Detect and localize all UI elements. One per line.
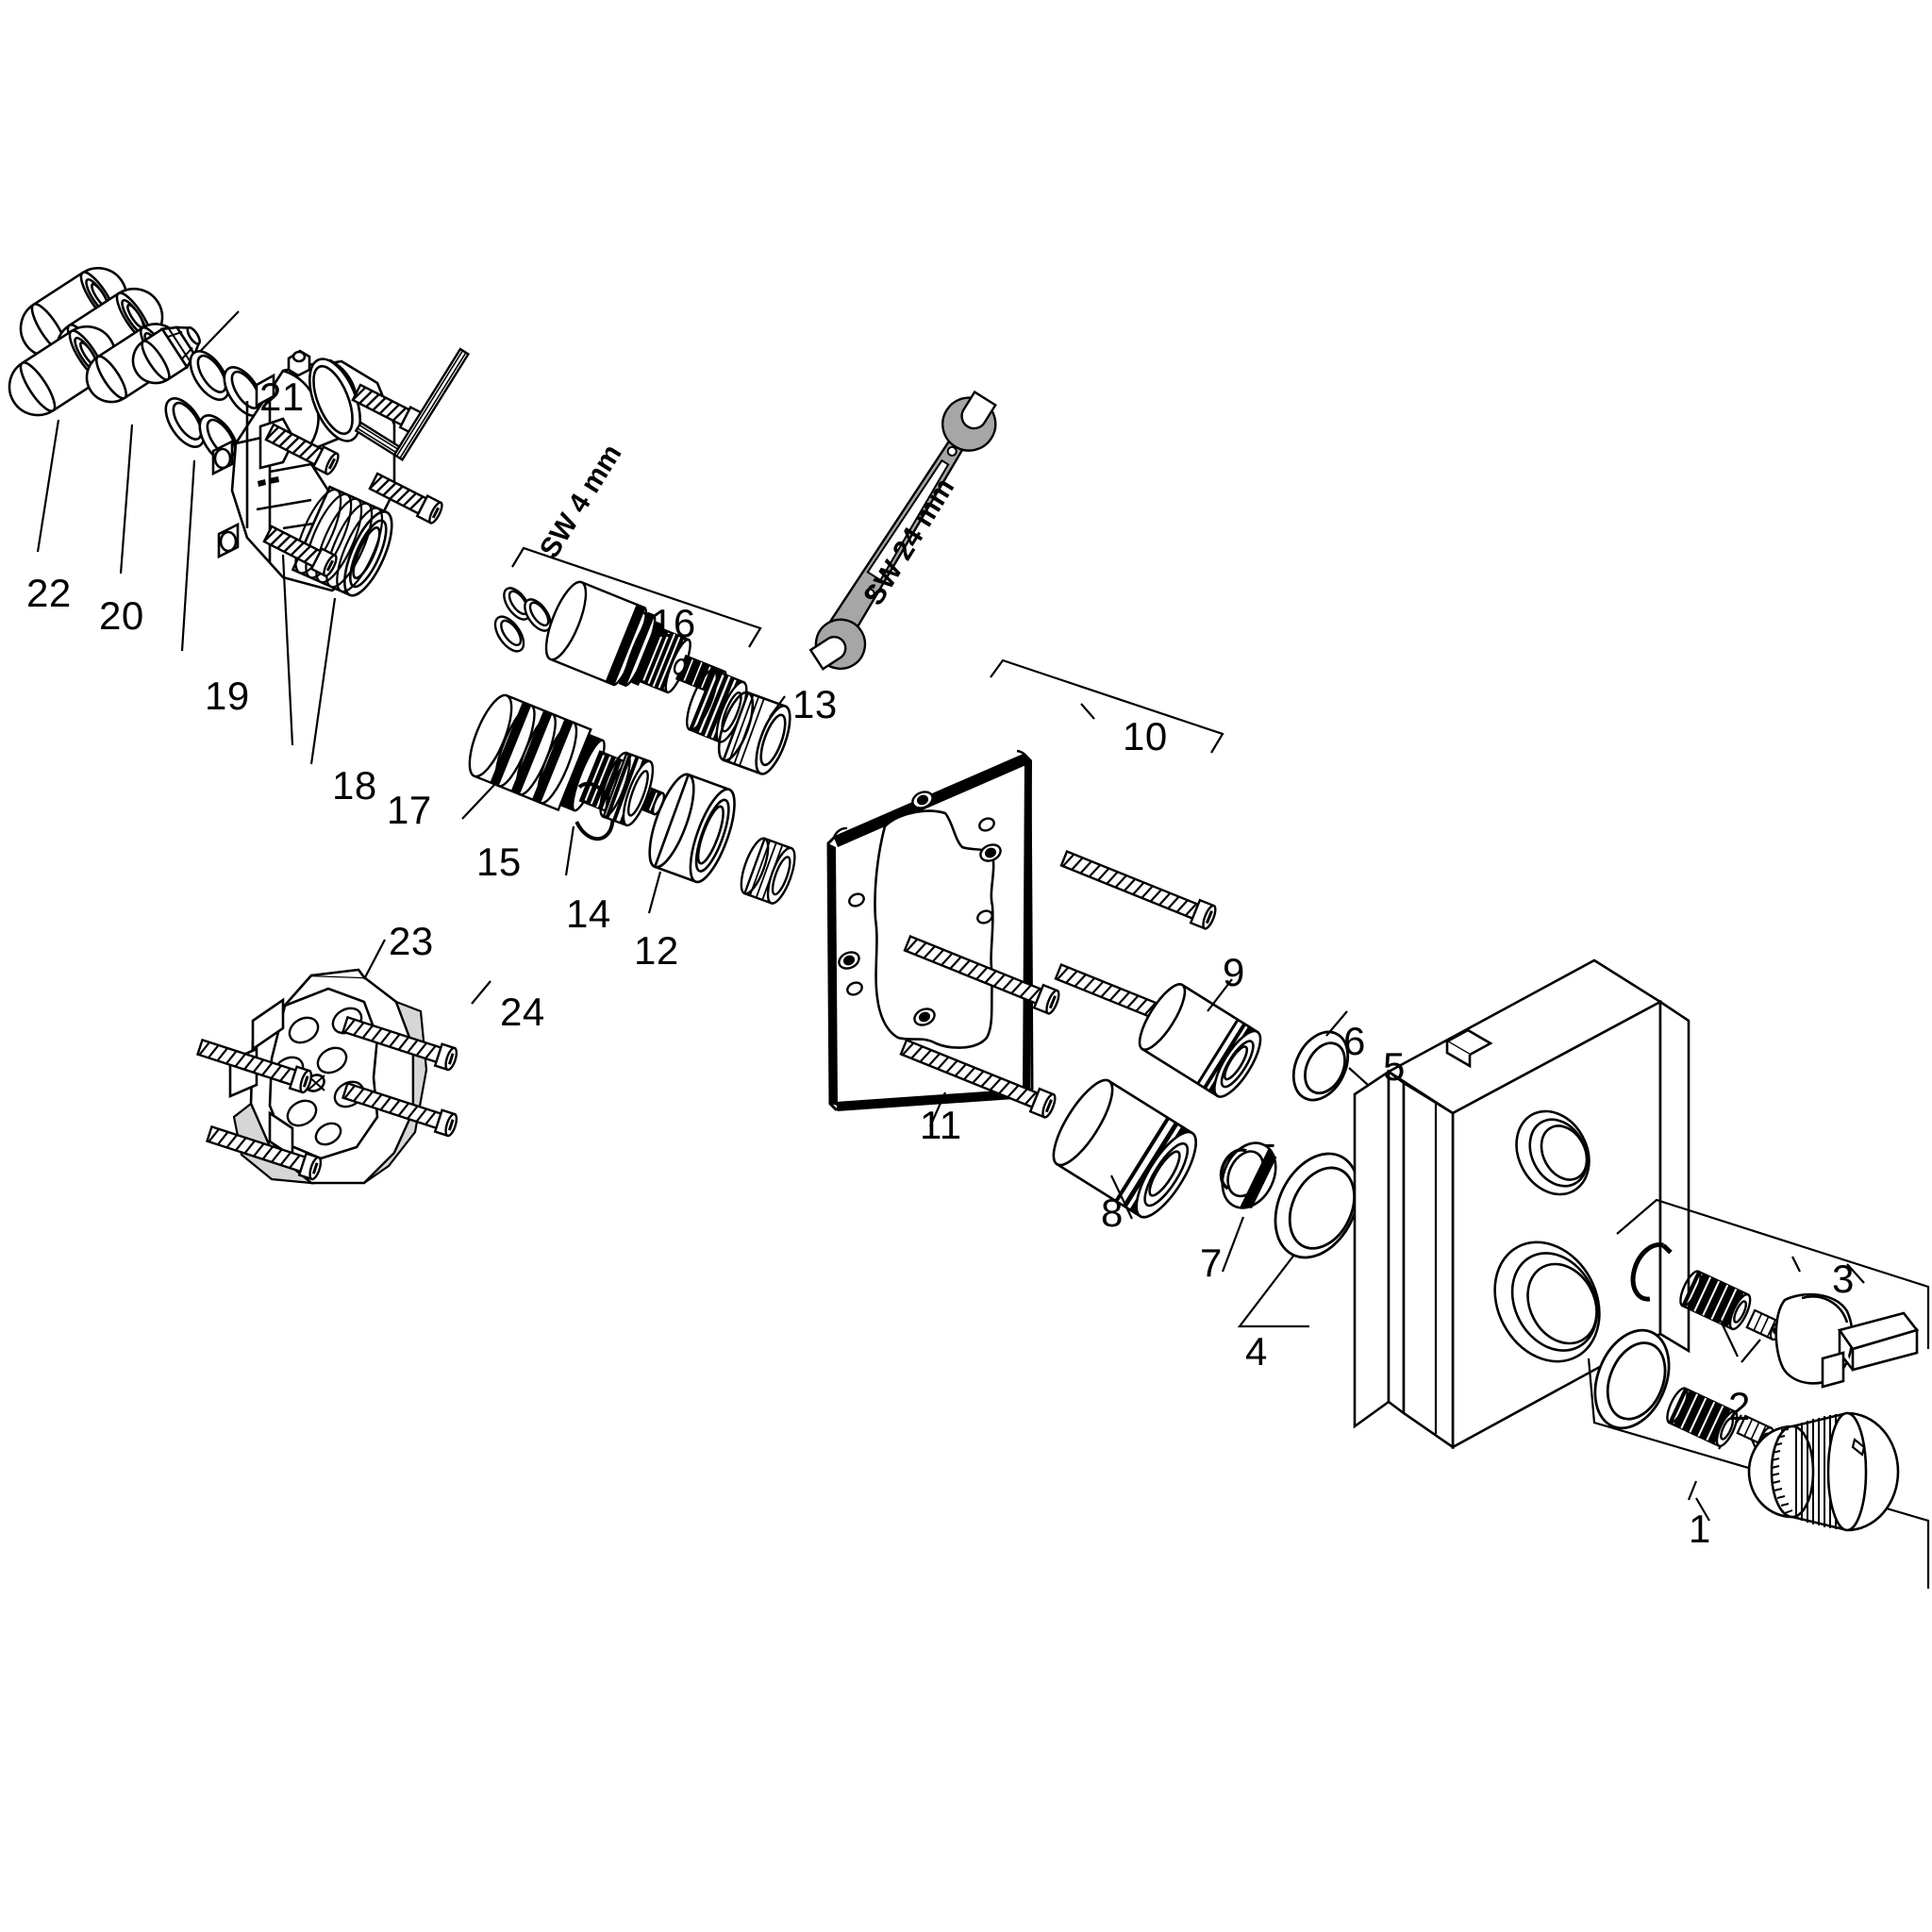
callout-9: 9 [1223, 950, 1245, 994]
leader-11 [928, 1091, 947, 1127]
leader-24 [471, 980, 491, 1005]
part-22-connection-bushings [8, 266, 164, 417]
leader-22 [36, 419, 60, 553]
leader-5 [1348, 1067, 1369, 1086]
part-23-installation-template [228, 968, 428, 1185]
part-4-o-ring-large [1274, 1152, 1360, 1259]
leader-3 [1846, 1263, 1865, 1284]
leader-23 [363, 939, 386, 980]
part-21-check-valve [131, 325, 201, 385]
leader-9 [1207, 978, 1233, 1012]
leader-15 [461, 784, 495, 820]
part-10-mounting-plate [826, 658, 1224, 1111]
part-9-extension-sleeve-small [1138, 983, 1262, 1098]
callout-15: 15 [476, 840, 522, 884]
leader-13 [769, 695, 786, 718]
callout-1: 1 [1689, 1507, 1711, 1551]
callout-20: 20 [99, 593, 144, 638]
leader-18 [281, 554, 294, 746]
callout-3: 3 [1832, 1257, 1855, 1301]
callout-21: 21 [259, 375, 305, 419]
callout-14: 14 [566, 891, 611, 936]
part-19-o-ring-set [164, 350, 264, 465]
callout-17: 17 [387, 788, 432, 832]
callout-4: 4 [1245, 1329, 1268, 1374]
callout-2: 2 [1728, 1384, 1751, 1428]
leader-8 [1110, 1174, 1133, 1220]
callout-16: 16 [651, 601, 696, 645]
leader-20 [119, 424, 134, 575]
part-3-lever-handle-kit [1616, 1198, 1930, 1389]
leader-1 [1695, 1497, 1710, 1522]
leader-6 [1325, 1010, 1348, 1037]
callout-19: 19 [205, 674, 250, 718]
part-12-collar-ring [599, 751, 796, 905]
leader-17 [309, 597, 337, 765]
part-8-extension-sleeve-large [1052, 1078, 1197, 1219]
part-5-escutcheon-faceplate [1353, 958, 1690, 1450]
leader-14 [564, 825, 575, 876]
part-1-thermostat-handle-kit [1587, 1328, 1930, 1589]
callout-12: 12 [634, 928, 679, 973]
leader-19 [180, 459, 196, 652]
callout-24: 24 [500, 990, 545, 1034]
leader-12 [647, 871, 662, 914]
sw-24mm-wrench-icon [808, 390, 997, 671]
callout-7: 7 [1200, 1241, 1223, 1285]
callout-10: 10 [1123, 714, 1168, 758]
callout-22: 22 [26, 571, 72, 615]
callout-8: 8 [1101, 1191, 1124, 1235]
part-16-shutoff-cartridge-kit [493, 546, 762, 743]
leader-7 [1221, 1216, 1245, 1273]
part-7-retaining-clip-ring [1219, 1141, 1277, 1209]
part-15-thermostatic-cartridge [468, 693, 666, 816]
callout-13: 13 [792, 682, 838, 726]
callout-23: 23 [389, 919, 434, 963]
sw-4mm-hex-key-icon [354, 347, 471, 461]
part-13-cap-nut [717, 691, 791, 775]
callout-18: 18 [332, 763, 377, 808]
callout-5: 5 [1383, 1044, 1406, 1089]
callout-11: 11 [920, 1103, 962, 1147]
part-6-o-ring-small [1291, 1030, 1350, 1102]
leader-4 [1237, 1254, 1309, 1328]
callout-6: 6 [1343, 1019, 1366, 1063]
